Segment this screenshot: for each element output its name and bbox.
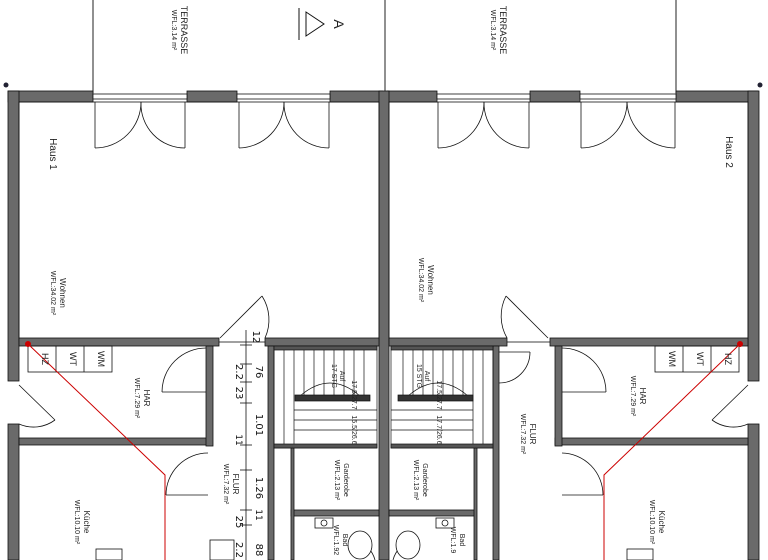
utility-label-hz: HZ [723, 353, 733, 365]
stair-text: Auf [338, 371, 345, 382]
room-area: WFL:7.29 m² [133, 378, 140, 419]
room-har-left: HAR WFL:7.29 m² [133, 378, 151, 419]
red-lines [27, 343, 741, 560]
dimension-text: 2.2 [233, 364, 244, 380]
dimension-text: 11 [233, 434, 243, 445]
sanitary-fixtures [95, 517, 654, 560]
room-area: WFL:10.10 m² [73, 500, 80, 545]
terrace-name: TERRASSE [498, 6, 508, 55]
room-flur-left: FLUR WFL:7.32 m² [222, 464, 240, 505]
room-area: WFL:1.9 [449, 527, 456, 554]
terrace-label-left: TERRASSE WFL:3.14 m² [170, 6, 189, 55]
room-area: WFL:7.29 m² [629, 376, 636, 417]
stair-text-left: Auf 17 STG [330, 364, 345, 388]
room-name: Garderobe [421, 463, 428, 497]
room-name: FLUR [231, 474, 240, 495]
stair-text: 17.7/26.6 [435, 415, 442, 444]
room-area: WFL:10.10 m² [648, 500, 655, 545]
stair-text: 17 STG [330, 364, 337, 388]
room-name: Bad [458, 534, 465, 547]
utility-boxes [27, 345, 740, 373]
terrace-area: WFL:3.14 m² [170, 10, 177, 51]
room-bad-right: Bad WFL:1.9 [449, 527, 465, 554]
house-label: Haus 1 [47, 138, 58, 170]
room-name: Garderobe [342, 463, 349, 497]
windows [92, 93, 677, 100]
utility-label-hz: HZ [40, 353, 50, 365]
dimension-line [240, 330, 252, 560]
stairs-right [390, 345, 494, 449]
room-wohnen-right: Wohnen WFL:34.02 m² [417, 258, 435, 303]
terrace-name: TERRASSE [179, 6, 189, 55]
terrace-label-right: TERRASSE WFL:3.14 m² [489, 6, 508, 55]
dimension-text: 1.01 [253, 414, 264, 436]
dimension-text: 76 [253, 366, 264, 379]
room-name: Wohnen [58, 278, 67, 308]
outer-walls [7, 90, 760, 560]
utility-label-wm: WM [667, 351, 677, 367]
anchor-point [3, 82, 9, 88]
room-name: Wohnen [426, 265, 435, 295]
house-label: Haus 2 [723, 136, 734, 168]
terrace-outline [92, 0, 677, 93]
room-area: WFL:1.92 [332, 525, 339, 555]
dimension-text: 11 [253, 509, 263, 520]
stair-text: Auf [423, 371, 430, 382]
section-marker: A [298, 8, 347, 40]
room-garderobe-right: Garderobe WFL:2.13 m² [412, 460, 428, 501]
stair-text: 17.5/27.7 [350, 380, 357, 409]
anchor-point [757, 82, 763, 88]
room-name: Küche [82, 511, 91, 534]
terrace-area: WFL:3.14 m² [489, 10, 496, 51]
room-name: Bad [341, 534, 348, 547]
red-marker [737, 341, 743, 347]
room-name: FLUR [528, 424, 537, 445]
dimension-text: 1.26 [253, 477, 264, 499]
room-area: WFL:2.13 m² [333, 460, 340, 501]
stair-text: 15 STG [415, 364, 422, 388]
room-kueche-right: Küche WFL:10.10 m² [648, 500, 666, 545]
stair-text: 17.5/27.7 [435, 380, 442, 409]
red-marker [25, 341, 31, 347]
utility-label-wt: WT [68, 352, 78, 366]
dimension-text: 25 [233, 516, 244, 529]
room-name: HAR [638, 388, 647, 405]
door-swings [18, 101, 749, 560]
room-name: Küche [657, 511, 666, 534]
room-flur-right: FLUR WFL:7.32 m² [519, 414, 537, 455]
dimension-text: 2.2 [233, 542, 244, 558]
room-bad-left: Bad WFL:1.92 [332, 525, 348, 555]
room-area: WFL:34.02 m² [49, 271, 56, 316]
room-wohnen-left: Wohnen WFL:34.02 m² [49, 271, 67, 316]
interior-walls [18, 337, 749, 560]
room-area: WFL:2.13 m² [412, 460, 419, 501]
room-area: WFL:7.32 m² [222, 464, 229, 505]
stairs-left [273, 345, 378, 449]
dimension-text: 12 [250, 331, 261, 344]
room-name: HAR [142, 390, 151, 407]
room-kueche-left: Küche WFL:10.10 m² [73, 500, 91, 545]
section-marker-label: A [331, 19, 347, 29]
dimension-text: 23 [233, 387, 244, 400]
stair-text: 15.5/26.6 [350, 415, 357, 444]
stair-text-right: Auf 15 STG [415, 364, 430, 388]
utility-label-wt: WT [695, 352, 705, 366]
room-area: WFL:7.32 m² [519, 414, 526, 455]
dimension-text: 88 [253, 544, 264, 557]
room-area: WFL:34.02 m² [417, 258, 424, 303]
utility-label-wm: WM [96, 351, 106, 367]
room-garderobe-left: Garderobe WFL:2.13 m² [333, 460, 349, 501]
room-har-right: HAR WFL:7.29 m² [629, 376, 647, 417]
